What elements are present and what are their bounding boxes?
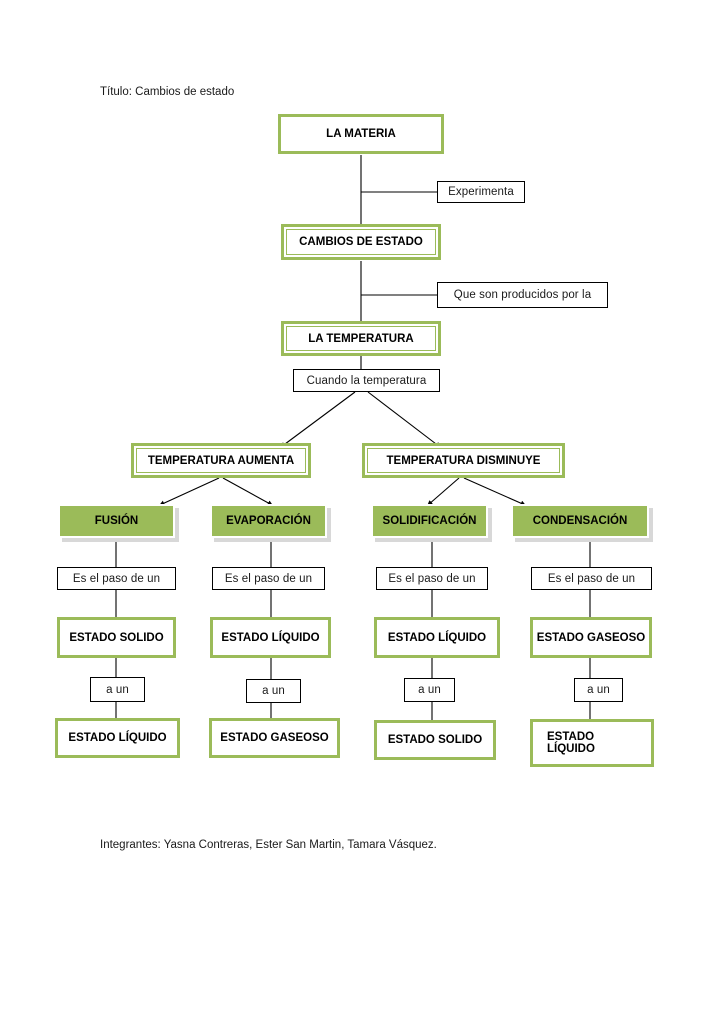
node-temperatura-aumenta[interactable]: TEMPERATURA AUMENTA (131, 443, 311, 478)
label-solidificacion-connector-1: Es el paso de un (376, 567, 488, 590)
document-footer: Integrantes: Yasna Contreras, Ester San … (100, 839, 437, 851)
node-la-temperatura[interactable]: LA TEMPERATURA (281, 321, 441, 356)
label-condensacion-connector-2: a un (574, 678, 623, 702)
node-temperatura-disminuye-label: TEMPERATURA DISMINUYE (367, 448, 560, 473)
label-condensacion-connector-1: Es el paso de un (531, 567, 652, 590)
label-evaporacion-connector-1: Es el paso de un (212, 567, 325, 590)
label-fusion-connector-1: Es el paso de un (57, 567, 176, 590)
node-fusion-from-state[interactable]: ESTADO SOLIDO (57, 617, 176, 658)
node-condensacion-to-state[interactable]: ESTADO LÍQUIDO (530, 719, 654, 767)
node-fusion-to-state[interactable]: ESTADO LÍQUIDO (55, 718, 180, 758)
node-evaporacion-from-state[interactable]: ESTADO LÍQUIDO (210, 617, 331, 658)
label-evaporacion-connector-2: a un (246, 679, 301, 703)
label-solidificacion-connector-2: a un (404, 678, 455, 702)
node-la-temperatura-label: LA TEMPERATURA (286, 326, 436, 351)
document-title: Título: Cambios de estado (100, 86, 235, 98)
node-temperatura-aumenta-label: TEMPERATURA AUMENTA (136, 448, 306, 473)
label-que-son-producidos: Que son producidos por la (437, 282, 608, 308)
node-condensacion-to-state-line-1: ESTADO (547, 731, 595, 743)
node-evaporacion-to-state[interactable]: ESTADO GASEOSO (209, 718, 340, 758)
node-cambios-de-estado[interactable]: CAMBIOS DE ESTADO (281, 224, 441, 260)
node-condensacion-to-state-line-2: LÍQUIDO (547, 743, 595, 755)
node-solidificacion-from-state[interactable]: ESTADO LÍQUIDO (374, 617, 500, 658)
node-la-materia[interactable]: LA MATERIA (278, 114, 444, 154)
node-cambios-de-estado-label: CAMBIOS DE ESTADO (286, 229, 436, 255)
node-temperatura-disminuye[interactable]: TEMPERATURA DISMINUYE (362, 443, 565, 478)
label-fusion-connector-2: a un (90, 677, 145, 702)
node-process-solidificacion[interactable]: SOLIDIFICACIÓN (371, 504, 488, 538)
node-process-evaporacion[interactable]: EVAPORACIÓN (210, 504, 327, 538)
node-process-condensacion[interactable]: CONDENSACIÓN (511, 504, 649, 538)
label-cuando-la-temperatura: Cuando la temperatura (293, 369, 440, 392)
node-solidificacion-to-state[interactable]: ESTADO SOLIDO (374, 720, 496, 760)
node-condensacion-from-state[interactable]: ESTADO GASEOSO (530, 617, 652, 658)
node-process-fusion[interactable]: FUSIÓN (58, 504, 175, 538)
label-experimenta: Experimenta (437, 181, 525, 203)
